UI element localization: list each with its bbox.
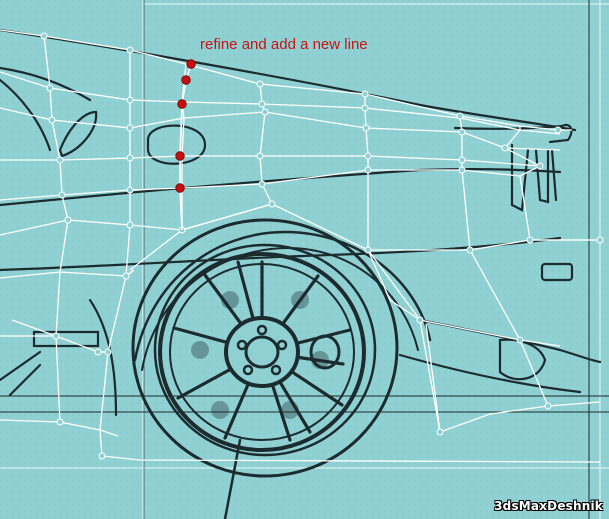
door-handle <box>32 330 100 348</box>
marker-light <box>540 262 574 282</box>
side-window <box>58 110 98 158</box>
rim-texture <box>191 291 329 419</box>
selected-vertex-icon <box>175 59 196 193</box>
bumper-lower <box>398 353 582 394</box>
wheel-arch-outer <box>133 230 432 362</box>
brake-caliper <box>309 334 341 370</box>
wheel-hub <box>224 316 300 388</box>
mesh-vertices <box>40 32 604 460</box>
hub-center <box>244 335 280 369</box>
car-blueprint <box>0 28 602 417</box>
tire-outer <box>131 218 399 478</box>
wheel-leader-line <box>223 438 242 519</box>
fuel-cap <box>146 124 207 165</box>
rear-window-line <box>0 66 92 102</box>
tail-block-2 <box>534 148 550 204</box>
watermark: 3dsMaxDeshnik <box>494 499 603 513</box>
new-edge-loop <box>175 59 196 231</box>
rim <box>158 252 366 452</box>
spoiler <box>453 123 573 144</box>
shoulder-line <box>0 236 562 272</box>
annotation-label: refine and add a new line <box>200 36 368 53</box>
tail-block-3 <box>550 148 558 202</box>
tire-inner <box>153 243 377 457</box>
lower-door-stroke <box>0 350 42 397</box>
belt-line <box>0 168 562 207</box>
rear-wheel <box>131 218 432 519</box>
quarter-window <box>0 78 52 152</box>
lug-nuts <box>236 324 288 376</box>
vertex-icon <box>40 32 604 460</box>
